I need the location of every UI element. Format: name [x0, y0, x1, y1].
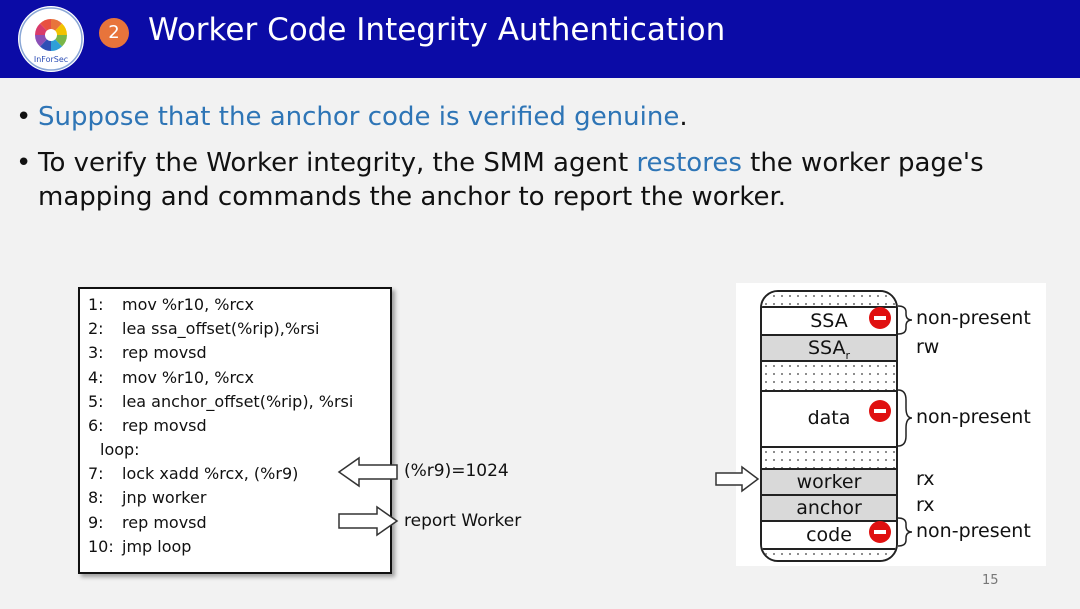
code-text: loop:	[100, 440, 140, 459]
code-text: lea ssa_offset(%rip),%rsi	[122, 319, 320, 338]
data-permission-label: non-present	[916, 406, 1031, 428]
worker-permission-label: rx	[916, 468, 935, 490]
code-line: 2: lea ssa_offset(%rip),%rsi	[88, 319, 319, 338]
code-text: mov %r10, %rcx	[122, 368, 254, 387]
memory-gap	[762, 292, 896, 306]
bullet-item: • To verify the Worker integrity, the SM…	[16, 146, 1066, 214]
region-label-subscript: r	[845, 348, 850, 362]
code-text: lock xadd %rcx, (%r9)	[122, 464, 299, 483]
region-label: SSA	[810, 310, 848, 332]
right-arrow-icon	[338, 505, 399, 537]
code-text: jnp worker	[122, 488, 207, 507]
region-label: anchor	[796, 497, 862, 519]
slide-title: Worker Code Integrity Authentication	[148, 12, 726, 48]
line-number: 8:	[88, 488, 104, 507]
non-present-minus-icon	[869, 521, 891, 543]
r9-value-note: (%r9)=1024	[404, 461, 509, 481]
ssa-r-permission-label: rw	[916, 336, 940, 358]
brace-icon	[897, 389, 913, 447]
code-line: 1: mov %r10, %rcx	[88, 295, 254, 314]
bullet-text: the worker page's mapping and commands t…	[38, 148, 984, 212]
line-number: 1:	[88, 295, 104, 314]
bullet-text: Suppose that the anchor code is verified…	[38, 102, 680, 132]
brace-icons	[897, 305, 913, 547]
bullet-item: • Suppose that the anchor code is verifi…	[16, 100, 1066, 134]
bullet-text: .	[679, 102, 688, 132]
code-permission-label: non-present	[916, 520, 1031, 542]
code-line: 10: jmp loop	[88, 537, 191, 556]
line-number: 9:	[88, 513, 104, 532]
bullet-text: To verify the Worker integrity, the SMM …	[38, 148, 637, 178]
line-number: 7:	[88, 464, 104, 483]
page-number: 15	[982, 573, 999, 588]
memory-region-ssa-r: SSAr	[762, 334, 896, 362]
brace-icon	[897, 517, 913, 547]
report-worker-note: report Worker	[404, 511, 522, 531]
code-text: mov %r10, %rcx	[122, 295, 254, 314]
section-number-badge: 2	[99, 18, 129, 48]
code-line: 4: mov %r10, %rcx	[88, 368, 254, 387]
region-label: SSA	[807, 337, 846, 359]
code-text: rep movsd	[122, 513, 207, 532]
worker-pointer-arrow-icon	[715, 465, 760, 493]
code-line: 9: rep movsd	[88, 513, 207, 532]
line-number: 2:	[88, 319, 104, 338]
code-line: 8: jnp worker	[88, 488, 206, 507]
bullet-list: • Suppose that the anchor code is verifi…	[16, 100, 1066, 226]
memory-gap	[762, 446, 896, 468]
left-arrow-icon	[337, 456, 398, 488]
code-text: lea anchor_offset(%rip), %rsi	[122, 392, 354, 411]
slide-header: InForSec 2 Worker Code Integrity Authent…	[0, 0, 1080, 78]
code-text: rep movsd	[122, 343, 207, 362]
line-number: 6:	[88, 416, 104, 435]
memory-region-anchor: anchor	[762, 494, 896, 520]
region-label: worker	[796, 471, 862, 493]
memory-region-code: code	[762, 520, 896, 548]
non-present-minus-icon	[869, 400, 891, 422]
code-line: 3: rep movsd	[88, 343, 207, 362]
code-line: 6: rep movsd	[88, 416, 207, 435]
ssa-permission-label: non-present	[916, 307, 1031, 329]
bullet-marker: •	[16, 148, 32, 178]
region-label: code	[806, 524, 852, 546]
code-text: rep movsd	[122, 416, 207, 435]
bullet-marker: •	[16, 102, 32, 132]
code-text: jmp loop	[122, 537, 192, 556]
code-line: 7: lock xadd %rcx, (%r9)	[88, 464, 298, 483]
line-number: 3:	[88, 343, 104, 362]
brace-icon	[897, 305, 913, 335]
bullet-highlight: restores	[636, 148, 742, 178]
inforsec-logo: InForSec	[18, 6, 84, 72]
code-label: loop:	[100, 440, 140, 459]
non-present-minus-icon	[869, 307, 891, 329]
memory-gap	[762, 548, 896, 560]
region-label: data	[807, 407, 851, 429]
memory-column: SSA SSAr data worker anchor code	[760, 290, 898, 562]
memory-region-worker: worker	[762, 468, 896, 494]
anchor-permission-label: rx	[916, 494, 935, 516]
memory-gap	[762, 360, 896, 390]
logo-text: InForSec	[34, 55, 68, 64]
line-number: 5:	[88, 392, 104, 411]
line-number: 4:	[88, 368, 104, 387]
code-line: 5: lea anchor_offset(%rip), %rsi	[88, 392, 353, 411]
line-number: 10:	[88, 537, 114, 556]
